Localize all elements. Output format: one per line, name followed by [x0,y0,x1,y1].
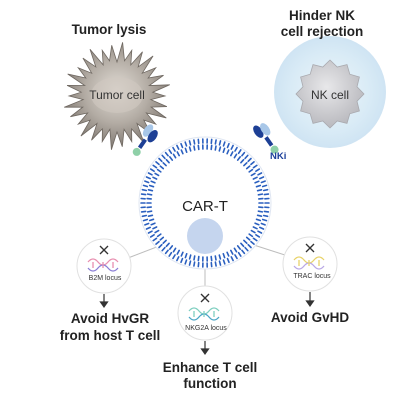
arrow-down-icon [305,292,315,308]
arrow-down-icon [200,341,210,356]
hinder-nk-line2: cell rejection [280,24,364,39]
nk-cell [274,36,386,148]
knockout-x-icon [305,243,315,253]
enhance-t-cell-label: Enhance T cell function [140,360,280,392]
avoid-hvgr-label: Avoid HvGR from host T cell [40,310,180,344]
tumor-cell-label: Tumor cell [89,88,145,102]
nkg2a-locus [177,285,233,341]
nkg2a-locus-label: NKG2A locus [185,325,227,332]
enhance-line2: function [183,376,237,391]
enhance-line1: Enhance T cell [162,360,258,375]
arrow-down-icon [99,294,109,309]
car-receptor-icon [132,124,158,156]
trac-locus-label: TRAC locus [293,273,331,280]
nk-cell-label: NK cell [310,88,349,102]
car-t-cell [138,136,272,270]
avoid-hvgr-line2: from host T cell [59,328,161,343]
car-t-nucleus [187,218,223,254]
dna-icon [87,258,119,272]
nki-receptor-icon [253,123,279,154]
trac-locus [282,236,338,292]
dna-icon [293,256,325,270]
hinder-nk-label: Hinder NK cell rejection [262,8,382,40]
tumor-lysis-label: Tumor lysis [71,22,147,37]
nki-label: NKi [270,151,287,162]
avoid-hvgr-line1: Avoid HvGR [70,311,150,326]
knockout-x-icon [200,293,210,303]
knockout-x-icon [99,245,109,255]
tumor-cell [64,42,170,150]
b2m-locus-label: B2M locus [88,275,122,282]
hinder-nk-line1: Hinder NK [288,8,355,23]
b2m-locus [76,238,132,294]
dna-icon [188,307,220,321]
avoid-gvhd-label: Avoid GvHD [270,310,350,325]
car-t-label: CAR-T [182,198,228,215]
